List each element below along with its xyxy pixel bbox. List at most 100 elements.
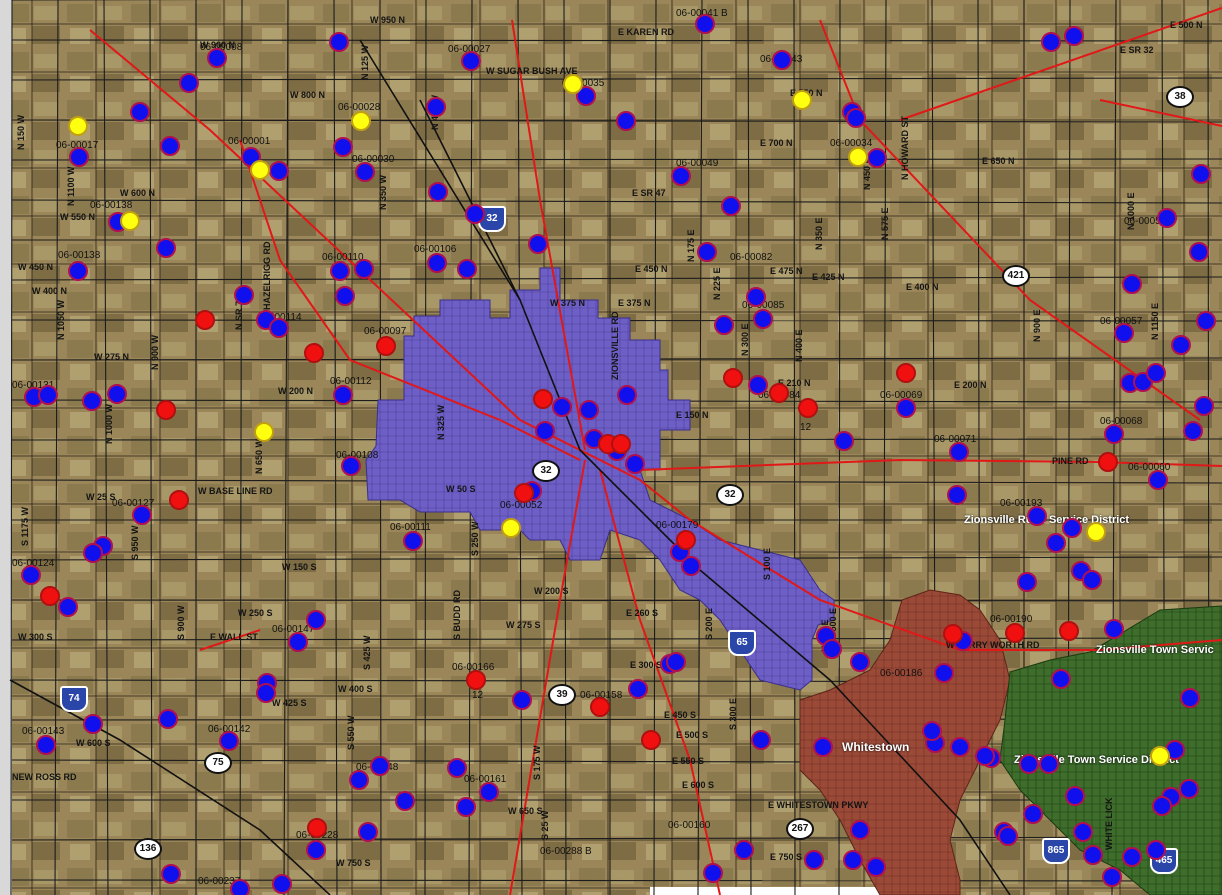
blue-site-marker[interactable] <box>695 14 715 34</box>
blue-site-marker[interactable] <box>843 850 863 870</box>
blue-site-marker[interactable] <box>349 770 369 790</box>
blue-site-marker[interactable] <box>461 51 481 71</box>
blue-site-marker[interactable] <box>804 850 824 870</box>
blue-site-marker[interactable] <box>1051 669 1071 689</box>
blue-site-marker[interactable] <box>703 863 723 883</box>
red-site-marker[interactable] <box>1005 623 1025 643</box>
blue-site-marker[interactable] <box>1023 804 1043 824</box>
blue-site-marker[interactable] <box>748 375 768 395</box>
blue-site-marker[interactable] <box>160 136 180 156</box>
blue-site-marker[interactable] <box>465 204 485 224</box>
blue-site-marker[interactable] <box>751 730 771 750</box>
blue-site-marker[interactable] <box>457 259 477 279</box>
blue-site-marker[interactable] <box>306 840 326 860</box>
red-site-marker[interactable] <box>611 434 631 454</box>
blue-site-marker[interactable] <box>681 556 701 576</box>
blue-site-marker[interactable] <box>950 737 970 757</box>
blue-site-marker[interactable] <box>998 826 1018 846</box>
blue-site-marker[interactable] <box>355 162 375 182</box>
blue-site-marker[interactable] <box>535 421 555 441</box>
blue-site-marker[interactable] <box>746 287 766 307</box>
blue-site-marker[interactable] <box>512 690 532 710</box>
red-site-marker[interactable] <box>769 383 789 403</box>
blue-site-marker[interactable] <box>1046 533 1066 553</box>
blue-site-marker[interactable] <box>83 543 103 563</box>
blue-site-marker[interactable] <box>1183 421 1203 441</box>
yellow-site-marker[interactable] <box>792 90 812 110</box>
blue-site-marker[interactable] <box>947 485 967 505</box>
red-site-marker[interactable] <box>376 336 396 356</box>
blue-site-marker[interactable] <box>358 822 378 842</box>
red-site-marker[interactable] <box>798 398 818 418</box>
blue-site-marker[interactable] <box>1148 470 1168 490</box>
blue-site-marker[interactable] <box>1073 822 1093 842</box>
yellow-site-marker[interactable] <box>563 74 583 94</box>
yellow-site-marker[interactable] <box>254 422 274 442</box>
blue-site-marker[interactable] <box>697 242 717 262</box>
blue-site-marker[interactable] <box>753 309 773 329</box>
red-site-marker[interactable] <box>590 697 610 717</box>
blue-site-marker[interactable] <box>333 137 353 157</box>
blue-site-marker[interactable] <box>671 166 691 186</box>
blue-site-marker[interactable] <box>68 261 88 281</box>
blue-site-marker[interactable] <box>1104 619 1124 639</box>
blue-site-marker[interactable] <box>949 442 969 462</box>
blue-site-marker[interactable] <box>850 820 870 840</box>
blue-site-marker[interactable] <box>1064 26 1084 46</box>
blue-site-marker[interactable] <box>579 400 599 420</box>
blue-site-marker[interactable] <box>1082 570 1102 590</box>
yellow-site-marker[interactable] <box>250 160 270 180</box>
red-site-marker[interactable] <box>676 530 696 550</box>
yellow-site-marker[interactable] <box>848 147 868 167</box>
blue-site-marker[interactable] <box>179 73 199 93</box>
blue-site-marker[interactable] <box>1196 311 1216 331</box>
blue-site-marker[interactable] <box>576 86 596 106</box>
blue-site-marker[interactable] <box>625 454 645 474</box>
blue-site-marker[interactable] <box>721 196 741 216</box>
red-site-marker[interactable] <box>533 389 553 409</box>
red-site-marker[interactable] <box>641 730 661 750</box>
blue-site-marker[interactable] <box>330 261 350 281</box>
blue-site-marker[interactable] <box>846 108 866 128</box>
blue-site-marker[interactable] <box>428 182 448 202</box>
blue-site-marker[interactable] <box>1179 779 1199 799</box>
blue-site-marker[interactable] <box>161 864 181 884</box>
blue-site-marker[interactable] <box>83 714 103 734</box>
blue-site-marker[interactable] <box>922 721 942 741</box>
yellow-site-marker[interactable] <box>120 211 140 231</box>
red-site-marker[interactable] <box>1059 621 1079 641</box>
blue-site-marker[interactable] <box>1180 688 1200 708</box>
blue-site-marker[interactable] <box>403 531 423 551</box>
blue-site-marker[interactable] <box>850 652 870 672</box>
blue-site-marker[interactable] <box>1083 845 1103 865</box>
red-site-marker[interactable] <box>896 363 916 383</box>
blue-site-marker[interactable] <box>107 384 127 404</box>
blue-site-marker[interactable] <box>813 737 833 757</box>
blue-site-marker[interactable] <box>395 791 415 811</box>
blue-site-marker[interactable] <box>1041 32 1061 52</box>
blue-site-marker[interactable] <box>867 148 887 168</box>
blue-site-marker[interactable] <box>822 639 842 659</box>
blue-site-marker[interactable] <box>132 505 152 525</box>
blue-site-marker[interactable] <box>36 735 56 755</box>
blue-site-marker[interactable] <box>306 610 326 630</box>
blue-site-marker[interactable] <box>38 385 58 405</box>
yellow-site-marker[interactable] <box>351 111 371 131</box>
blue-site-marker[interactable] <box>714 315 734 335</box>
blue-site-marker[interactable] <box>288 632 308 652</box>
red-site-marker[interactable] <box>156 400 176 420</box>
blue-site-marker[interactable] <box>617 385 637 405</box>
red-site-marker[interactable] <box>304 343 324 363</box>
blue-site-marker[interactable] <box>370 756 390 776</box>
blue-site-marker[interactable] <box>1027 506 1047 526</box>
blue-site-marker[interactable] <box>1122 847 1142 867</box>
blue-site-marker[interactable] <box>456 797 476 817</box>
blue-site-marker[interactable] <box>1102 867 1122 887</box>
red-site-marker[interactable] <box>723 368 743 388</box>
blue-site-marker[interactable] <box>1122 274 1142 294</box>
blue-site-marker[interactable] <box>158 709 178 729</box>
red-site-marker[interactable] <box>466 670 486 690</box>
blue-site-marker[interactable] <box>82 391 102 411</box>
whitestown-area[interactable] <box>799 589 1011 895</box>
blue-site-marker[interactable] <box>866 857 886 877</box>
